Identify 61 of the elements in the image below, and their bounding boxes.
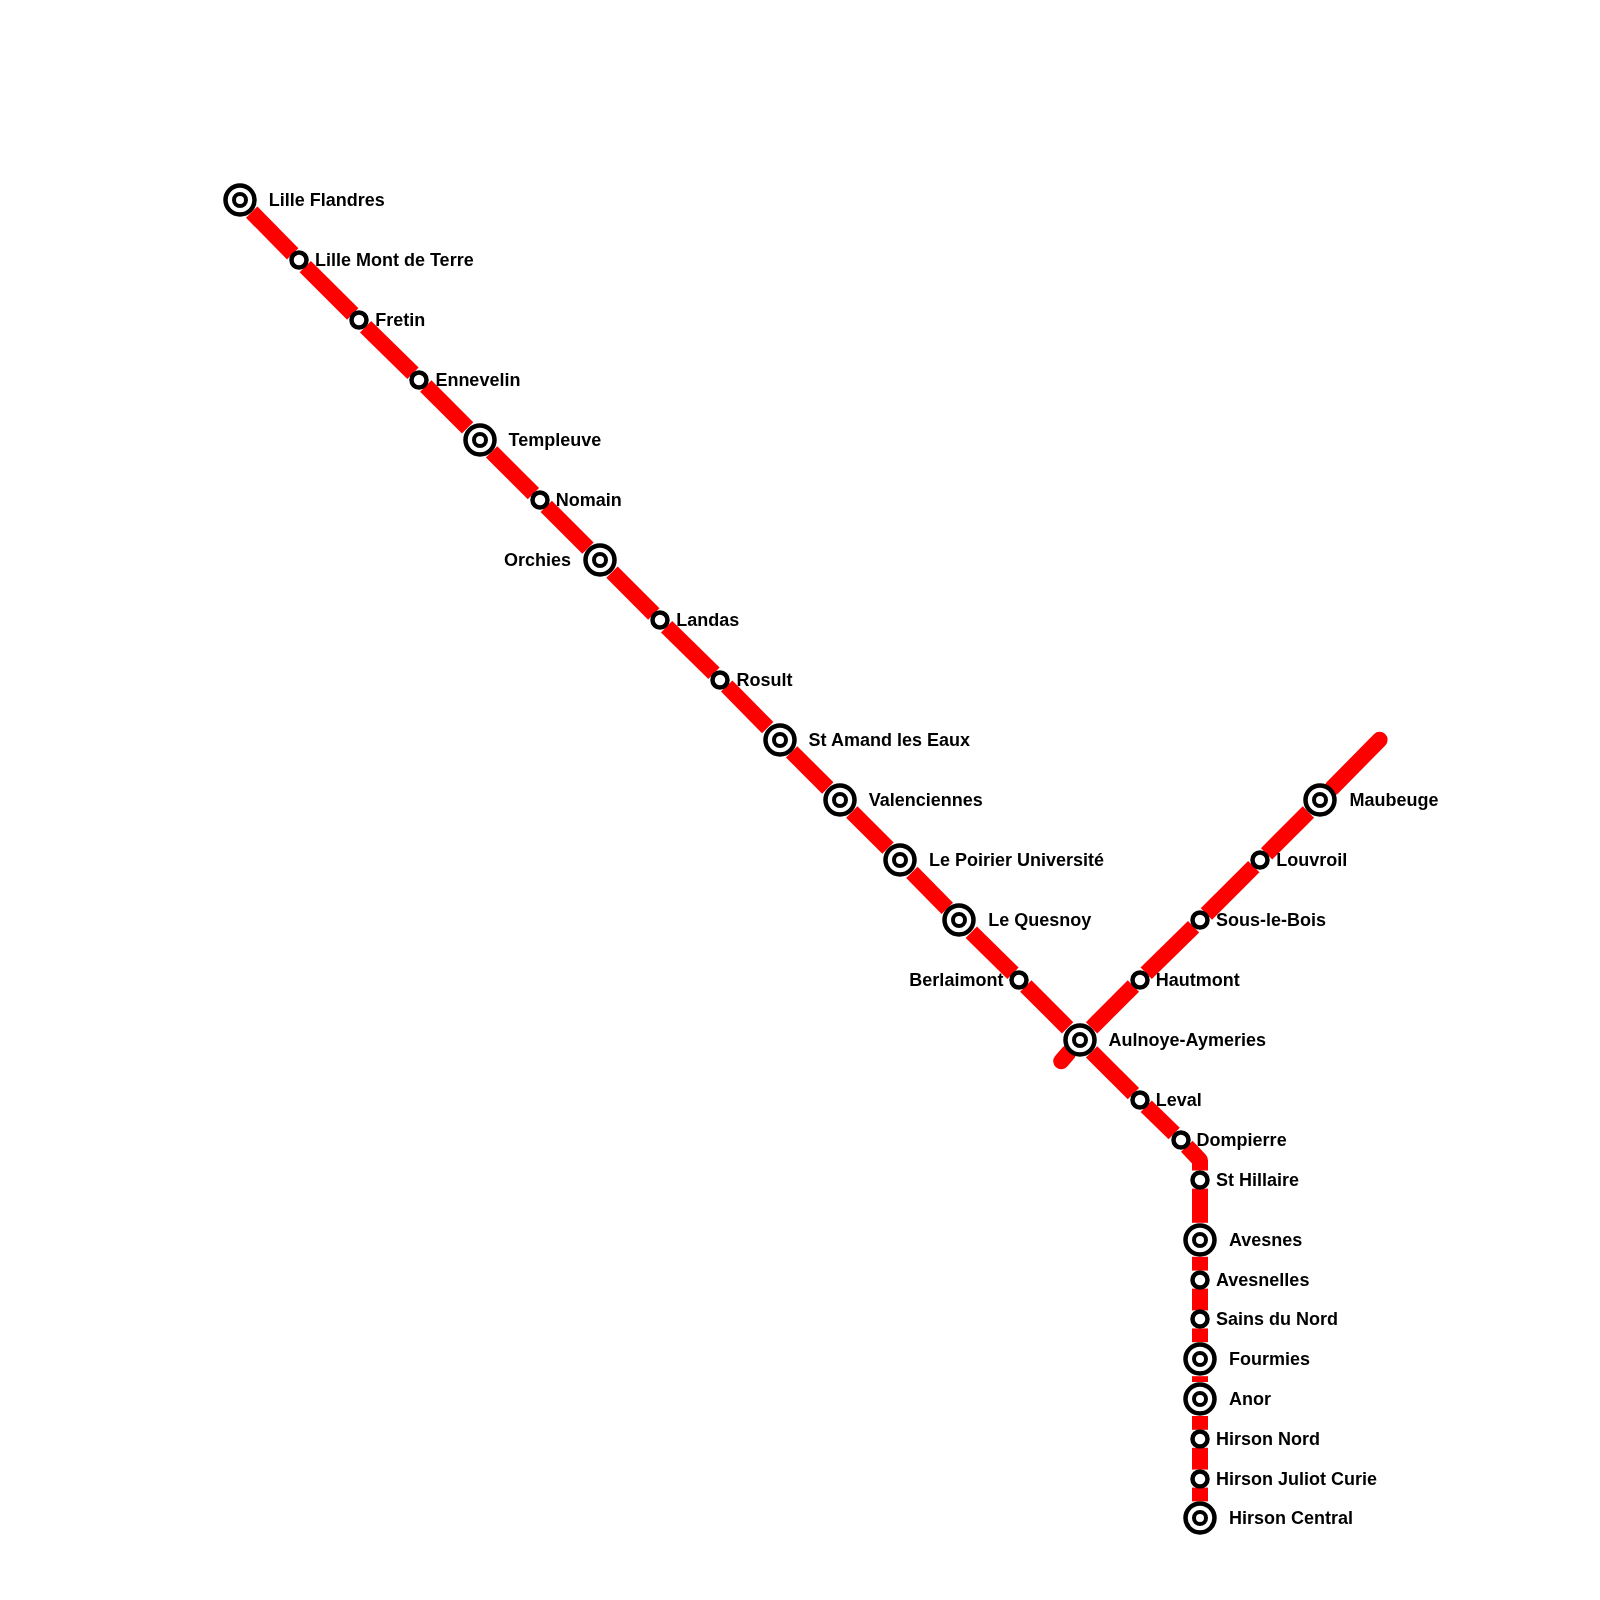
rail-line: [1085, 980, 1140, 1034]
rail-line: [1140, 1100, 1180, 1140]
rail-line: [246, 206, 299, 260]
rail-line: [1181, 1140, 1208, 1171]
station-label: Dompierre: [1196, 1129, 1287, 1150]
station-label: Le Poirier Université: [929, 850, 1105, 871]
rail-line: [1140, 921, 1200, 979]
station-label: Lille Mont de Terre: [314, 250, 474, 271]
rail-line: [1200, 860, 1260, 920]
rail-line: [965, 926, 1019, 979]
station-label: Le Quesnoy: [988, 910, 1092, 931]
station-label: Valenciennes: [868, 790, 983, 810]
rail-line: [360, 321, 419, 379]
station-label: Avesnes: [1229, 1229, 1303, 1250]
rail-line: [1192, 1256, 1208, 1271]
station-label: St Amand les Eaux: [808, 729, 970, 750]
rail-line: [1192, 1328, 1208, 1343]
station-label: Berlaimont: [909, 969, 1004, 990]
rail-line: [299, 260, 359, 320]
rail-line: [1260, 806, 1315, 860]
rail-line: [1085, 1046, 1140, 1100]
station-label: Orchies: [503, 550, 571, 571]
rail-line: [721, 680, 774, 734]
rail-line: [1192, 1188, 1208, 1223]
station-label: Aulnoye-Aymeries: [1108, 1029, 1266, 1050]
station-label: Anor: [1229, 1388, 1271, 1409]
rail-line: [785, 746, 834, 794]
station-label: Landas: [676, 610, 740, 631]
rail-line: [1192, 1376, 1208, 1382]
rail-line: [540, 500, 594, 554]
station-label: Templeuve: [508, 429, 602, 450]
rail-line: [1192, 1447, 1208, 1470]
station-label: Maubeuge: [1349, 790, 1439, 810]
station-label: Fretin: [375, 310, 426, 331]
rail-line: [1192, 1487, 1208, 1502]
station-label: Hirson Juliot Curie: [1216, 1468, 1377, 1489]
rail-line: [1053, 1044, 1077, 1070]
station-label: St Hillaire: [1216, 1169, 1300, 1190]
rail-line: [661, 621, 720, 679]
station-label: Hautmont: [1155, 969, 1240, 990]
rail-line: [1192, 1288, 1208, 1311]
rail-line: [1192, 1416, 1208, 1430]
rail-line: [420, 380, 474, 434]
station-label: Hirson Nord: [1216, 1428, 1320, 1449]
rail-line: [606, 566, 660, 620]
station-label: Lille Flandres: [268, 190, 385, 210]
rail-line: [485, 446, 540, 500]
station-label: Rosult: [736, 669, 793, 690]
station-label: Fourmies: [1229, 1349, 1311, 1370]
station-label: Sous-le-Bois: [1216, 910, 1326, 931]
rail-line: [906, 866, 953, 914]
rail-line: [1020, 980, 1074, 1034]
station-label: Sains du Nord: [1216, 1309, 1338, 1330]
rail-line: [846, 806, 894, 854]
station-label: Louvroil: [1276, 850, 1348, 871]
station-label: Leval: [1155, 1090, 1202, 1110]
station-label: Ennevelin: [435, 369, 521, 390]
station-label: Nomain: [555, 490, 622, 510]
rail-line: [1324, 731, 1388, 796]
station-label: Hirson Central: [1229, 1508, 1354, 1529]
station-label: Avesnelles: [1216, 1269, 1310, 1290]
